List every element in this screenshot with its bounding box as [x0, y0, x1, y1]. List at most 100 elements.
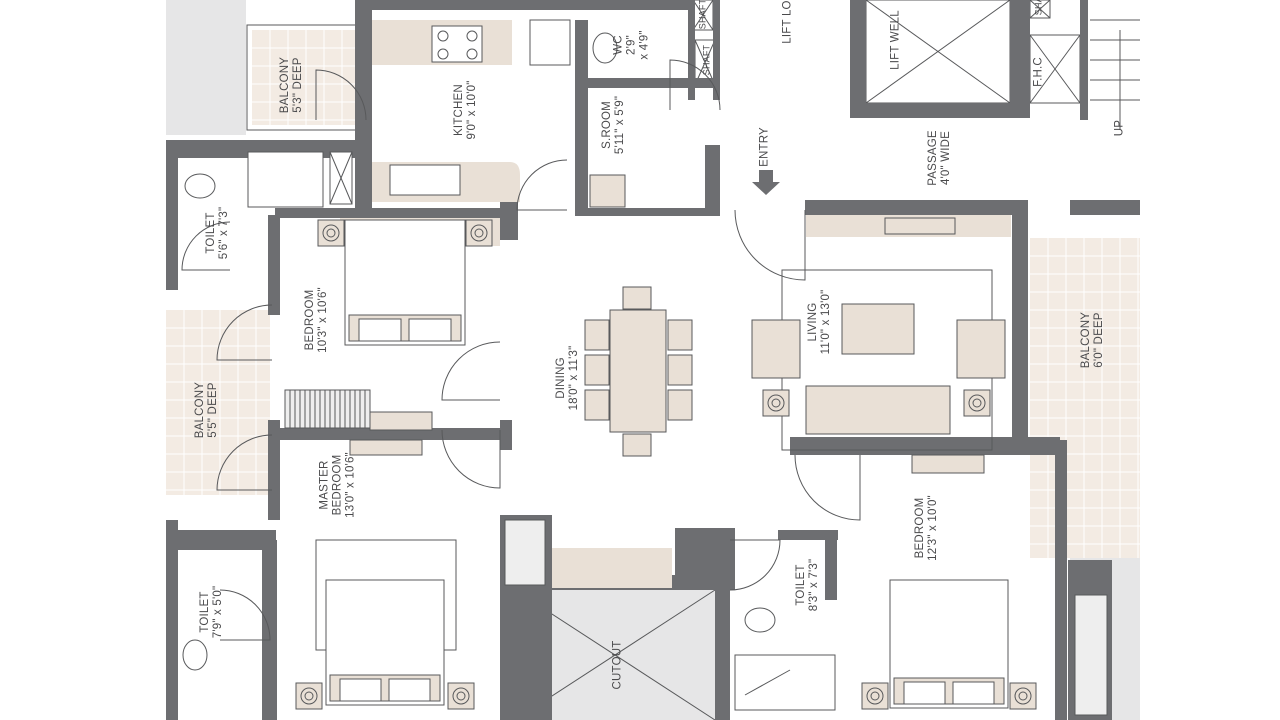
bed-2-pillow	[903, 681, 946, 705]
lamp-ring	[474, 228, 484, 238]
chair	[584, 354, 610, 386]
door	[216, 434, 273, 491]
bed-1-pillow	[408, 318, 452, 342]
chair	[667, 354, 693, 386]
lamp-ring	[870, 691, 880, 701]
wall	[1055, 440, 1067, 720]
ac-unit	[884, 217, 956, 235]
lamp-ring	[300, 687, 318, 705]
wall	[825, 530, 837, 600]
door	[734, 209, 806, 281]
wall	[166, 140, 178, 290]
wall	[715, 590, 730, 720]
lamp-ring	[322, 224, 340, 242]
wall	[500, 200, 518, 240]
hatch	[504, 519, 546, 586]
dining-table	[609, 309, 667, 433]
shower-3	[734, 654, 836, 711]
lamp-ring	[767, 394, 785, 412]
chair	[622, 433, 652, 457]
s-room-fixture	[589, 174, 626, 208]
lamp	[1009, 682, 1037, 710]
lamp-ring	[304, 691, 314, 701]
chair	[667, 319, 693, 351]
armchair	[956, 319, 1006, 379]
bed-1-pillow	[358, 318, 402, 342]
coffee-table	[841, 303, 915, 355]
ac-unit	[349, 439, 423, 456]
chair	[667, 389, 693, 421]
bed-master-pillow	[388, 678, 431, 702]
counter	[552, 548, 672, 588]
label-cutout: CUTOUT	[611, 640, 624, 690]
lamp	[447, 682, 475, 710]
wall	[166, 520, 178, 720]
burner	[466, 48, 478, 60]
wall	[270, 428, 505, 440]
wall	[275, 208, 500, 218]
balcony-living	[1030, 238, 1140, 558]
wall	[1025, 0, 1030, 35]
balcony-kitchen	[252, 30, 355, 125]
lamp-ring	[326, 228, 336, 238]
wall	[1080, 0, 1088, 120]
wall	[575, 208, 720, 216]
lamp	[861, 682, 889, 710]
lamp	[762, 389, 790, 417]
wardrobe-hatch	[1074, 594, 1108, 716]
burner	[437, 48, 449, 60]
lamp-ring	[1014, 687, 1032, 705]
lamp-ring	[456, 691, 466, 701]
wall	[268, 215, 280, 315]
wall	[688, 0, 695, 100]
balcony-bedroom	[166, 310, 270, 495]
lamp-ring	[972, 398, 982, 408]
sofa	[805, 385, 951, 435]
wall	[575, 20, 588, 215]
entry-arrow-icon	[752, 170, 780, 195]
lamp	[963, 389, 991, 417]
lamp	[317, 219, 345, 247]
ac-unit	[369, 411, 433, 431]
chair	[584, 319, 610, 351]
label-lift-lobby: LIFT LO	[781, 0, 794, 44]
lamp-ring	[968, 394, 986, 412]
sink	[389, 164, 461, 196]
burner	[437, 30, 449, 42]
chair	[622, 286, 652, 310]
label-shaft: SHAFT	[701, 44, 712, 76]
lamp-ring	[470, 224, 488, 242]
door	[219, 589, 271, 641]
stair-hatch	[284, 389, 371, 429]
shaft-3-line	[1029, 0, 1051, 19]
lamp-ring	[866, 687, 884, 705]
bed-master-pillow	[339, 678, 382, 702]
wall	[778, 530, 838, 540]
wall	[166, 530, 276, 550]
toilet-3-icon	[744, 607, 776, 633]
label-entry: ENTRY	[758, 127, 771, 167]
door	[794, 454, 861, 521]
wall	[500, 420, 512, 450]
armchair	[751, 319, 801, 379]
door	[181, 221, 231, 271]
lamp-ring	[771, 398, 781, 408]
wall	[790, 437, 1060, 455]
burner	[466, 30, 478, 42]
label-shaft: SHAFT	[1033, 0, 1044, 16]
lamp-ring	[452, 687, 470, 705]
shower-1	[247, 151, 324, 208]
lamp	[295, 682, 323, 710]
